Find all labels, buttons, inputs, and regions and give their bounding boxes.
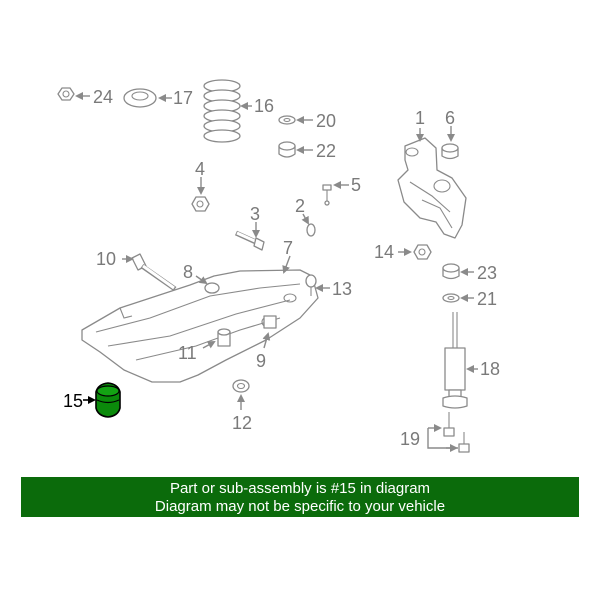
callout-23: 23 (477, 263, 497, 283)
leader-2 (301, 213, 309, 225)
leader-9 (262, 332, 271, 349)
leader-7 (282, 255, 291, 274)
part-18-shock-absorber[interactable] (442, 312, 468, 409)
part-10-bolt[interactable] (131, 253, 177, 292)
callout-20: 20 (316, 111, 336, 131)
callout-8: 8 (183, 262, 193, 282)
callout-9: 9 (256, 351, 266, 371)
part-24-nut[interactable] (57, 87, 75, 101)
part-7-subframe[interactable] (81, 269, 319, 383)
part-12-washer[interactable] (232, 379, 250, 393)
part-1-knuckle[interactable] (397, 137, 467, 239)
banner-line-1: Part or sub-assembly is #15 in diagram (169, 480, 431, 497)
banner-line-2: Diagram may not be specific to your vehi… (154, 498, 446, 515)
part-14-nut[interactable] (413, 244, 432, 260)
callout-12: 12 (232, 413, 252, 433)
leader-11 (202, 341, 216, 349)
callout-17: 17 (173, 88, 193, 108)
callout-22: 22 (316, 141, 336, 161)
callout-19: 19 (400, 429, 420, 449)
part-2-washer[interactable] (306, 223, 316, 237)
callout-7: 7 (283, 238, 293, 258)
callout-15: 15 (63, 391, 83, 411)
part-21-washer[interactable] (442, 293, 460, 303)
leader-8 (195, 275, 208, 285)
callout-18: 18 (480, 359, 500, 379)
callout-14: 14 (374, 242, 394, 262)
callout-1: 1 (415, 108, 425, 128)
part-9-bracket[interactable] (263, 315, 277, 329)
callout-24: 24 (93, 87, 113, 107)
part-22-bushing[interactable] (278, 141, 296, 158)
info-banner: Part or sub-assembly is #15 in diagram D… (21, 477, 579, 517)
part-3-bolt[interactable] (234, 230, 265, 251)
callout-2: 2 (295, 196, 305, 216)
callout-10: 10 (96, 249, 116, 269)
part-16-coil-spring[interactable] (203, 79, 241, 143)
callout-6: 6 (445, 108, 455, 128)
part-20-washer[interactable] (278, 115, 296, 125)
part-15-mount-bushing[interactable] (95, 382, 121, 418)
callout-3: 3 (250, 204, 260, 224)
part-17-spring-seat[interactable] (123, 88, 157, 108)
callout-4: 4 (195, 159, 205, 179)
part-11-bushing[interactable] (217, 328, 231, 347)
callout-11: 11 (178, 343, 197, 363)
callout-21: 21 (477, 289, 497, 309)
part-6-bushing[interactable] (441, 143, 459, 160)
callout-16: 16 (254, 96, 274, 116)
part-13-bolt[interactable] (305, 274, 317, 296)
part-4-nut[interactable] (191, 196, 210, 212)
part-19-bolts[interactable] (443, 412, 470, 453)
callout-13: 13 (332, 279, 352, 299)
callout-5: 5 (351, 175, 361, 195)
part-23-bushing[interactable] (442, 263, 460, 280)
part-8-bushing[interactable] (204, 282, 220, 294)
part-5-stud[interactable] (322, 184, 332, 206)
